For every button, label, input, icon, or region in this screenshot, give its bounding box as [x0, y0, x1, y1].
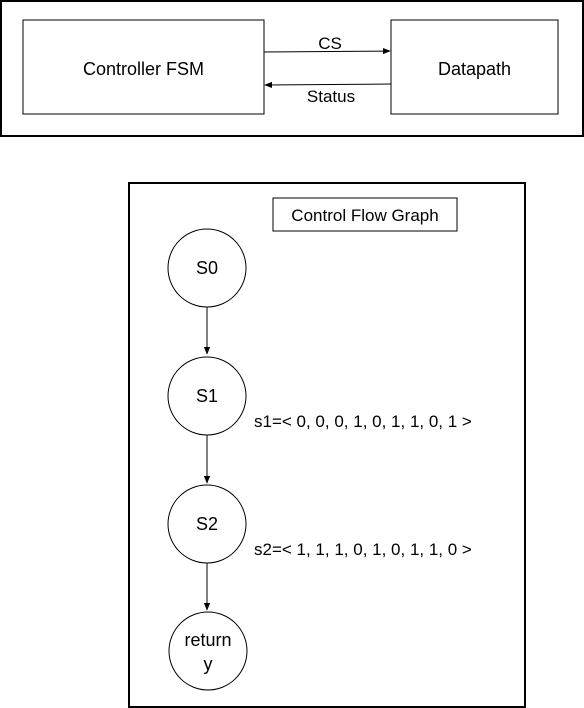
cfg-frame [128, 182, 526, 708]
state-s1-label: S1 [196, 386, 218, 406]
cs-label: CS [318, 34, 342, 53]
status-label: Status [307, 87, 355, 106]
state-s0-label: S0 [196, 258, 218, 278]
state-s2-node [167, 484, 247, 564]
state-return-label-line1: return [184, 630, 231, 650]
cfg-title-box [272, 197, 458, 232]
datapath-label: Datapath [438, 59, 511, 79]
s1-control-vector: s1=< 0, 0, 0, 1, 0, 1, 1, 0, 1 > [254, 412, 472, 431]
controller-fsm-label: Controller FSM [83, 59, 204, 79]
datapath-box [390, 19, 559, 115]
status-arrow [264, 81, 392, 89]
cs-arrow [263, 47, 391, 55]
state-return-node [168, 611, 248, 691]
state-s0-node [167, 228, 247, 308]
state-s2-label: S2 [196, 514, 218, 534]
state-return-label-line2: y [204, 654, 213, 674]
system-outer-frame [0, 0, 584, 137]
s2-control-vector: s2=< 1, 1, 1, 0, 1, 0, 1, 1, 0 > [254, 540, 472, 559]
cfg-title: Control Flow Graph [291, 206, 438, 225]
controller-fsm-box [22, 19, 265, 115]
state-s1-node [167, 356, 247, 436]
